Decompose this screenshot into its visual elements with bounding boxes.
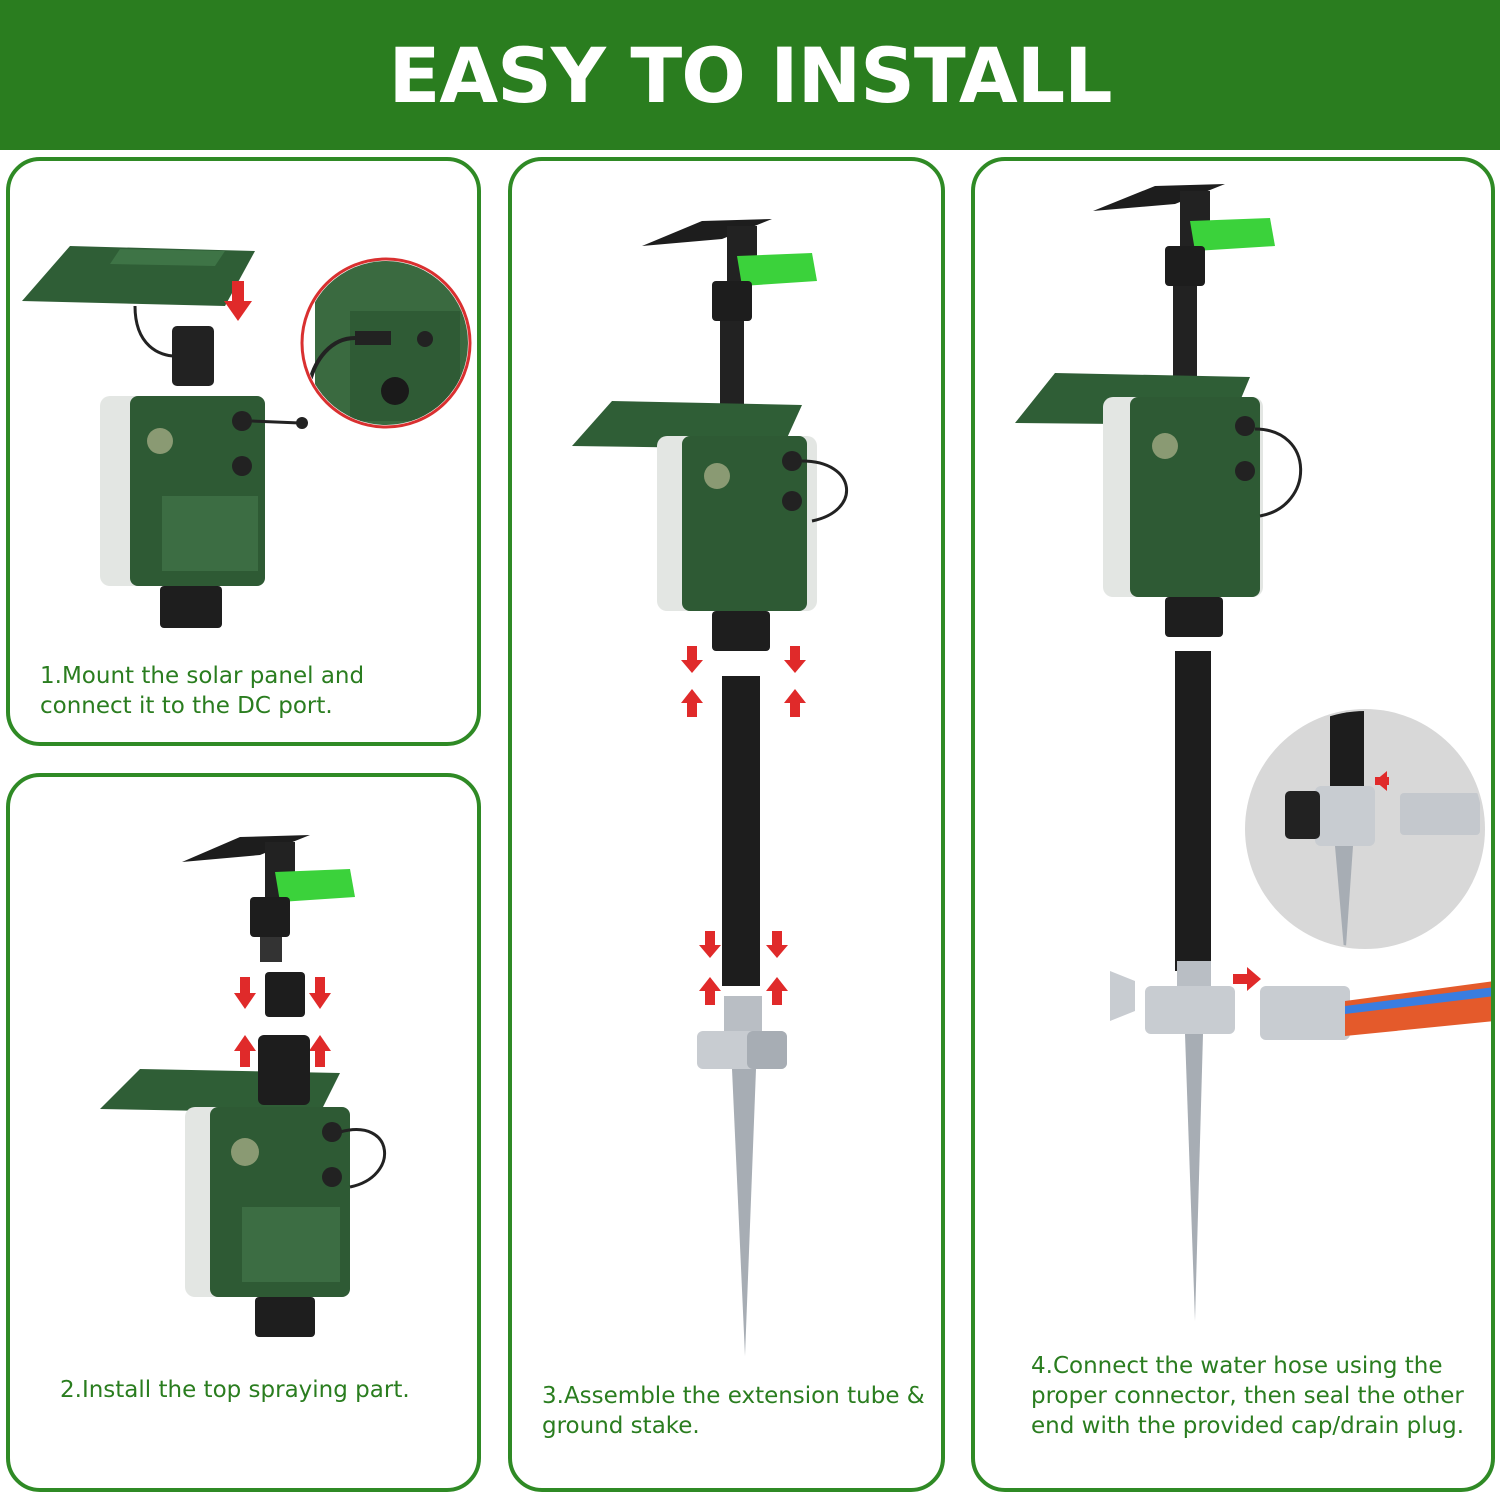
- arrow-indicators: [699, 931, 788, 1005]
- step-4-card: 4.Connect the water hose using the prope…: [971, 157, 1495, 1492]
- connector-zoom: [1245, 709, 1485, 949]
- down-arrow-icon: [234, 977, 331, 1009]
- up-arrow-icon: [234, 1035, 331, 1067]
- step-2-illustration: [100, 835, 387, 1337]
- water-hose: [1260, 981, 1491, 1040]
- down-arrow-icon: [224, 281, 252, 321]
- step-1-card: 1.Mount the solar panel and connect it t…: [6, 157, 481, 746]
- arrow-indicators: [681, 646, 806, 717]
- step-4-illustration: [1015, 184, 1491, 1321]
- header-banner: EASY TO INSTALL: [0, 0, 1500, 150]
- extension-tube: [722, 676, 760, 986]
- sprinkler-head: [182, 835, 355, 962]
- ground-stake: [1110, 961, 1235, 1321]
- extension-tube: [1175, 651, 1211, 971]
- dc-port-zoom: [300, 257, 472, 429]
- step-1-illustration: [22, 246, 472, 628]
- step-1-caption: 1.Mount the solar panel and connect it t…: [40, 663, 365, 719]
- sprinkler-head: [642, 219, 817, 406]
- step-3-caption: 3.Assemble the extension tube & ground s…: [542, 1383, 925, 1439]
- step-2-card: 2.Install the top spraying part.: [6, 773, 481, 1492]
- sprinkler-head: [1093, 184, 1275, 391]
- page-title: EASY TO INSTALL: [388, 30, 1112, 120]
- step-3-illustration: [572, 219, 849, 1356]
- step-2-caption: 2.Install the top spraying part.: [60, 1377, 410, 1403]
- step-4-caption: 4.Connect the water hose using the prope…: [1031, 1353, 1465, 1439]
- step-3-card: 3.Assemble the extension tube & ground s…: [508, 157, 945, 1492]
- right-arrow-icon: [1233, 967, 1261, 991]
- ground-stake: [697, 996, 787, 1356]
